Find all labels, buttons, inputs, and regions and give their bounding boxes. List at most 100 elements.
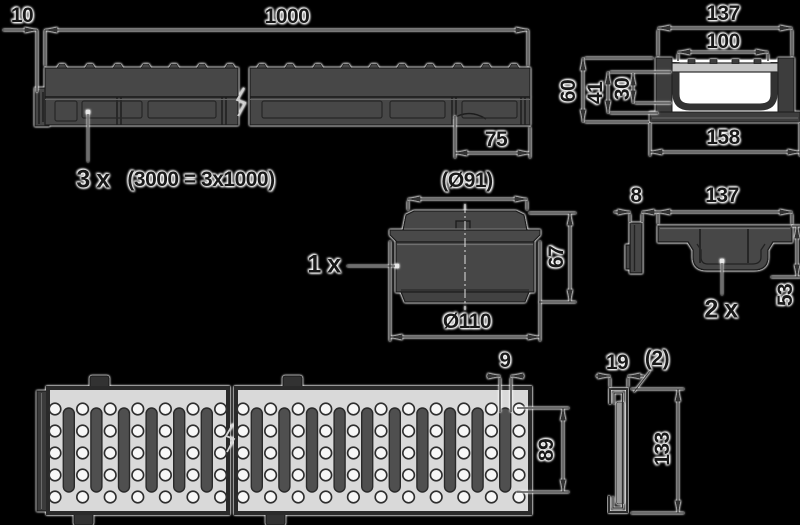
grate-hole	[457, 446, 471, 460]
channel-teeth	[56, 63, 520, 69]
grate-hole	[429, 446, 443, 460]
grate-end-bar	[36, 390, 48, 512]
grate-hole	[264, 490, 278, 504]
grate-slot	[200, 407, 214, 493]
grate-hole	[103, 446, 117, 460]
grate-hole	[131, 424, 145, 438]
grate-slot	[172, 407, 186, 493]
grate-hole	[158, 468, 172, 482]
grate-hole	[402, 468, 416, 482]
channel-tooth	[284, 63, 296, 69]
grate-hole	[429, 490, 443, 504]
grate-hole	[429, 424, 443, 438]
dim-section-height: 60	[557, 79, 580, 103]
dim-channel-length: 1000	[264, 5, 310, 28]
dim-grate-slot-length: 89	[535, 438, 558, 462]
grate-hole	[457, 468, 471, 482]
grate-hole	[186, 468, 200, 482]
section-wall-right	[777, 57, 795, 115]
grate-hole	[264, 446, 278, 460]
grate-hole	[103, 468, 117, 482]
channel-tooth	[256, 63, 268, 69]
channel-tooth	[368, 63, 380, 69]
grate-pattern-right	[236, 402, 526, 504]
dim-profile-flange: 19	[605, 351, 629, 374]
grate-hole	[484, 402, 499, 416]
grate-hole	[158, 490, 172, 504]
grate-hole	[402, 424, 416, 438]
grate-slot	[471, 407, 484, 493]
channel-tooth	[56, 63, 68, 69]
grate-hole	[374, 446, 388, 460]
grate-hole	[346, 446, 361, 460]
grate-slot	[443, 407, 457, 493]
grate-hole	[319, 402, 333, 416]
grate-hole	[75, 446, 90, 460]
grate-hole	[484, 490, 499, 504]
dim-outlet-bottom-diameter: Ø110	[442, 310, 492, 333]
channel-tooth	[396, 63, 408, 69]
channel-tooth	[224, 63, 236, 69]
grate-slot	[499, 407, 512, 493]
channel-tooth	[480, 63, 492, 69]
channel-tooth	[84, 63, 96, 69]
grate-hole	[236, 424, 250, 438]
grate-top-view	[36, 375, 532, 525]
grate-hole	[131, 468, 145, 482]
grate-hole	[402, 490, 416, 504]
outlet-quantity-label: 1 x	[307, 250, 341, 279]
grate-slot	[333, 407, 346, 493]
grate-hole	[214, 402, 228, 416]
section-grate-bar	[671, 62, 779, 73]
break-symbol	[235, 87, 247, 117]
grate-hole	[484, 446, 499, 460]
grate-hole	[512, 424, 526, 438]
dim-cap-height: 53	[774, 283, 797, 307]
grate-hole	[75, 468, 90, 482]
grate-hole	[236, 446, 250, 460]
grate-hole	[402, 402, 416, 416]
grate-hole	[291, 424, 305, 438]
profile-inner	[612, 392, 624, 509]
outlet-adapter	[389, 204, 541, 310]
grate-hole	[346, 490, 361, 504]
channel-tooth	[196, 63, 208, 69]
dim-cap-thickness: 8	[630, 184, 642, 207]
channel-rail-left	[44, 67, 239, 98]
grate-hole	[319, 490, 333, 504]
grate-hole	[319, 446, 333, 460]
grate-hole	[291, 468, 305, 482]
grate-hole	[374, 490, 388, 504]
grate-hole	[484, 424, 499, 438]
channel-tooth	[452, 63, 464, 69]
grate-hole	[186, 402, 200, 416]
dim-profile-height: 133	[651, 432, 674, 466]
channel-tooth	[424, 63, 436, 69]
grate-hole	[264, 468, 278, 482]
grate-hole	[75, 402, 90, 416]
grate-slot	[388, 407, 401, 493]
grate-hole	[291, 402, 305, 416]
dim-outlet-top-diameter: (Ø91)	[441, 169, 493, 192]
grate-slot	[62, 407, 75, 493]
grate-hole	[48, 468, 62, 482]
dim-section-mid-height: 41	[584, 81, 607, 105]
cap-front-view	[657, 225, 793, 271]
grate-hole	[214, 468, 228, 482]
grate-hole	[512, 468, 526, 482]
grate-hole	[131, 402, 145, 416]
channel-tooth	[112, 63, 124, 69]
grate-hole	[75, 424, 90, 438]
channel-tooth	[168, 63, 180, 69]
section-inner-tub	[672, 62, 778, 111]
grate-slot	[305, 407, 319, 493]
grate-hole	[158, 424, 172, 438]
grate-hole	[512, 402, 526, 416]
grate-hole	[103, 402, 117, 416]
profile-outer	[608, 388, 628, 513]
channel-tooth	[508, 63, 520, 69]
grate-slot	[250, 407, 264, 493]
grate-hole	[429, 402, 443, 416]
